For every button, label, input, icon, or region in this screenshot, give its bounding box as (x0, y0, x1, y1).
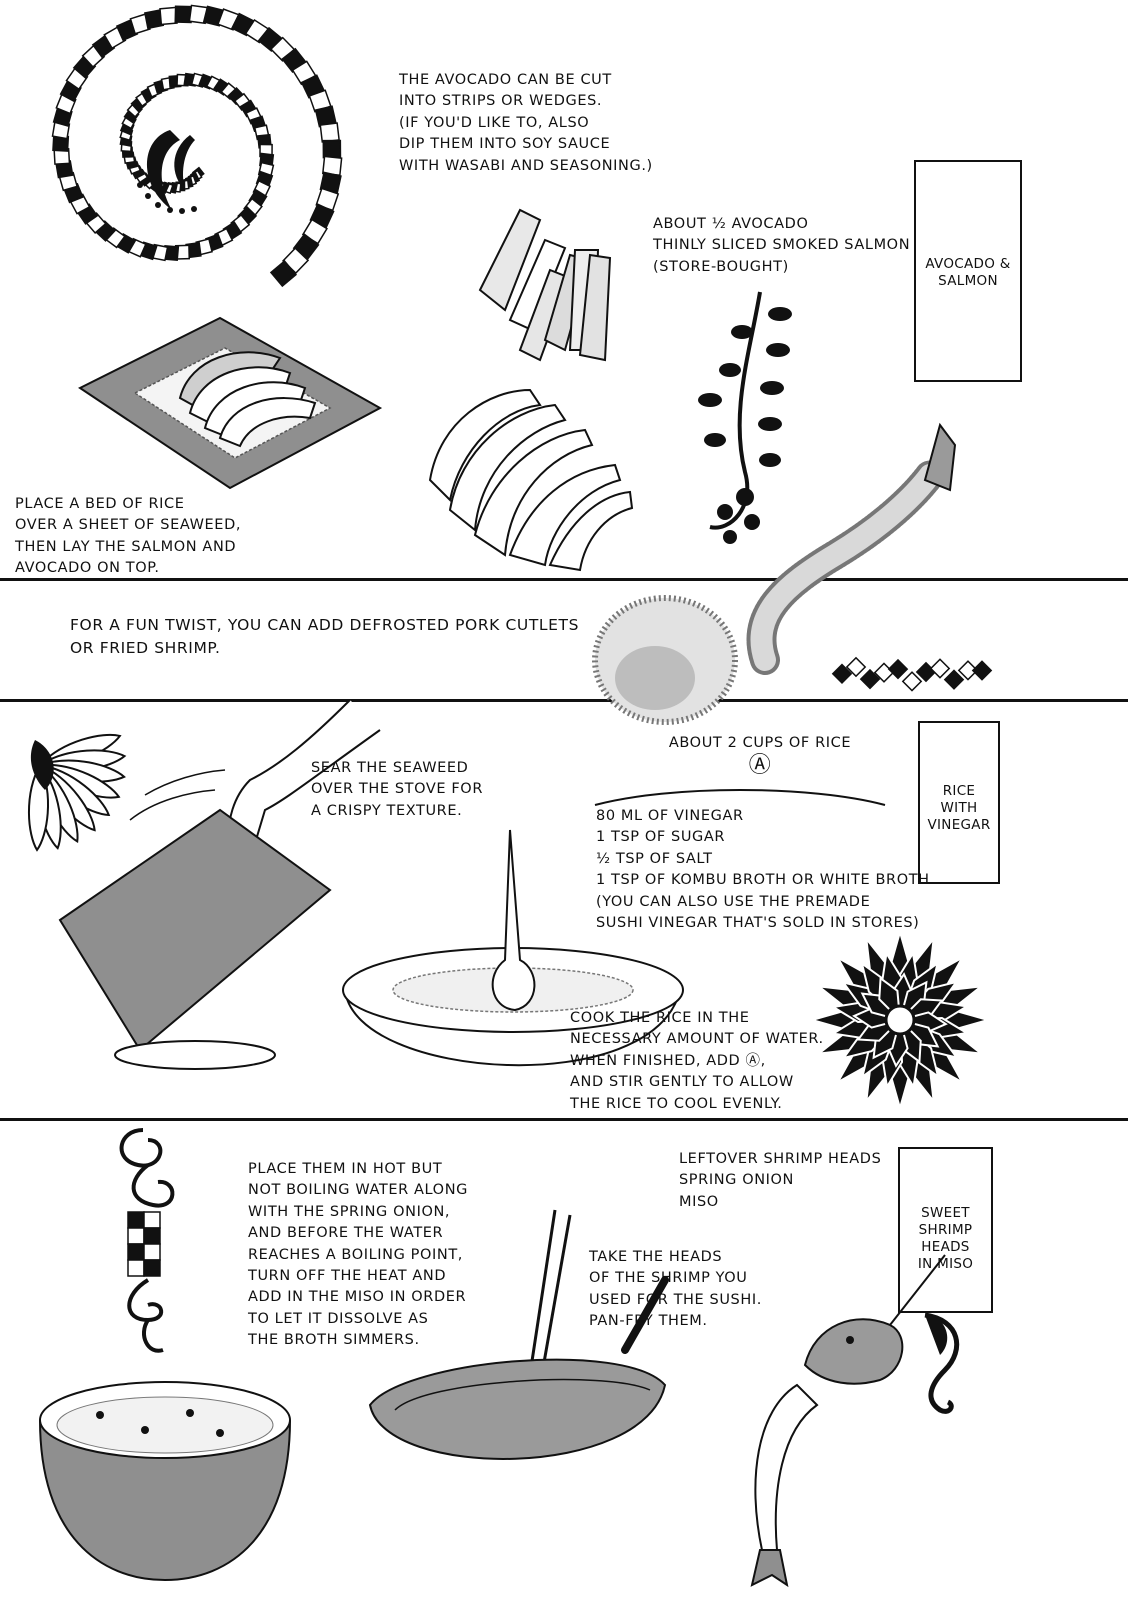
avocado-salmon-ingredients: ABOUT ½ AVOCADO THINLY SLICED SMOKED SAL… (653, 216, 911, 275)
fried-shrimp-illustration (746, 422, 957, 675)
miso-soup-bowl-illustration (39, 1381, 291, 1582)
recipe-title-shrimp-miso: SWEET SHRIMP HEADS IN MISO (898, 1147, 993, 1313)
avocado-cut-note: THE AVOCADO CAN BE CUT INTO STRIPS OR WE… (399, 72, 653, 174)
recipe-title-text: SWEET SHRIMP HEADS IN MISO (917, 1205, 974, 1272)
panel-divider-1 (0, 578, 1128, 581)
frying-pan-chopsticks-illustration (368, 1209, 669, 1460)
cook-rice-note: COOK THE RICE IN THE NECESSARY AMOUNT OF… (570, 1010, 824, 1112)
shrimp-head-illustration (803, 1254, 946, 1385)
bracket-line (594, 789, 886, 806)
twist-note: FOR A FUN TWIST, YOU CAN ADD DEFROSTED P… (70, 616, 580, 657)
recipe-title-text: RICE WITH VINEGAR (927, 783, 991, 833)
panel-divider-2 (0, 699, 1128, 702)
vine-ornament (698, 291, 792, 544)
seaweed-rice-salmon-illustration (78, 316, 383, 490)
hand-searing-seaweed-illustration (58, 699, 381, 1070)
mix-marker-a: Ⓐ (748, 753, 772, 778)
recipe-title-text: AVOCADO & SALMON (925, 256, 1011, 289)
swirl-checkered-ornament (119, 1128, 175, 1353)
miso-ingredients: LEFTOVER SHRIMP HEADS SPRING ONION MISO (679, 1151, 882, 1210)
broth-note: PLACE THEM IN HOT BUT NOT BOILING WATER … (248, 1161, 468, 1349)
avocado-strips-illustration (478, 208, 612, 362)
rice-bowl-with-paddle-illustration (342, 829, 684, 1067)
assembly-note: PLACE A BED OF RICE OVER A SHEET OF SEAW… (15, 496, 242, 577)
black-flower-ornament-small (27, 733, 127, 852)
black-tendril-ornament (924, 1312, 960, 1414)
checkered-spiral-ornament (51, 4, 343, 288)
vinegar-mix-ingredients: 80 ML OF VINEGAR 1 TSP OF SUGAR ½ TSP OF… (596, 808, 930, 932)
rice-amount: ABOUT 2 CUPS OF RICE (668, 735, 852, 751)
avocado-wedges-illustration (428, 388, 634, 572)
checkered-band-ornament (831, 656, 993, 692)
recipe-title-avocado-salmon: AVOCADO & SALMON (914, 160, 1022, 382)
sear-note: SEAR THE SEAWEED OVER THE STOVE FOR A CR… (311, 760, 483, 819)
peeled-shrimp-illustration (750, 1383, 819, 1588)
panel-divider-3 (0, 1118, 1128, 1121)
pork-cutlet-illustration (592, 595, 738, 725)
recipe-title-rice-vinegar: RICE WITH VINEGAR (918, 721, 1000, 884)
black-chrysanthemum-ornament (808, 928, 992, 1112)
